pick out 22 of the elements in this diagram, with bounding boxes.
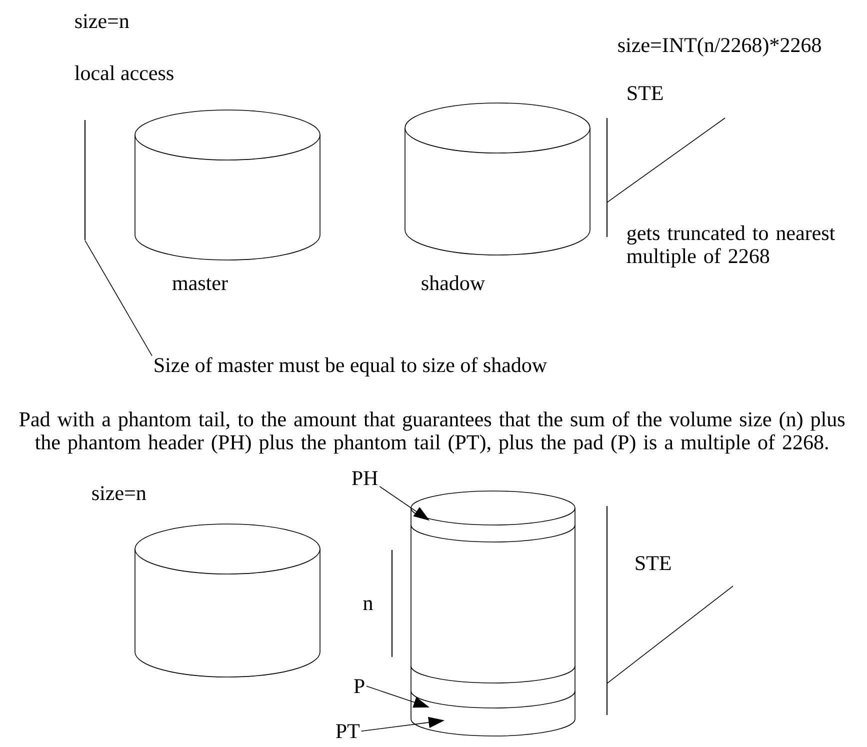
text-label: Pad with a phantom tail, to the amount that guarantees that the sum of the volume size (n) plus the phantom header (PH) plus the phantom tail (PT), plus the pad (P) is a multiple of 2268.: [19, 411, 845, 454]
leader-line: [606, 118, 726, 203]
cylinder: [404, 102, 590, 256]
text-label: size=INT(n/2268)*2268: [618, 37, 821, 56]
node-label: shadow: [422, 275, 485, 290]
text-label: n: [363, 600, 373, 610]
leader-line: [84, 240, 152, 356]
node-label: PT: [336, 724, 360, 738]
cylinder: [410, 490, 576, 736]
text-label: size=n: [92, 486, 146, 500]
node-label: P: [354, 679, 364, 693]
node-label: PH: [352, 471, 378, 485]
text-label: size=n: [75, 14, 130, 28]
node-label: Size of master must be equal to size of shadow: [154, 357, 547, 376]
leader-line: [606, 586, 734, 684]
cylinder: [134, 524, 320, 678]
text-label: local access: [74, 65, 174, 80]
cylinder: [134, 110, 320, 260]
text-label: STE: [636, 556, 671, 570]
text-label: STE: [628, 86, 663, 100]
node-label: master: [172, 278, 228, 290]
text-label: gets truncated to nearest multiple of 2268: [626, 225, 836, 268]
